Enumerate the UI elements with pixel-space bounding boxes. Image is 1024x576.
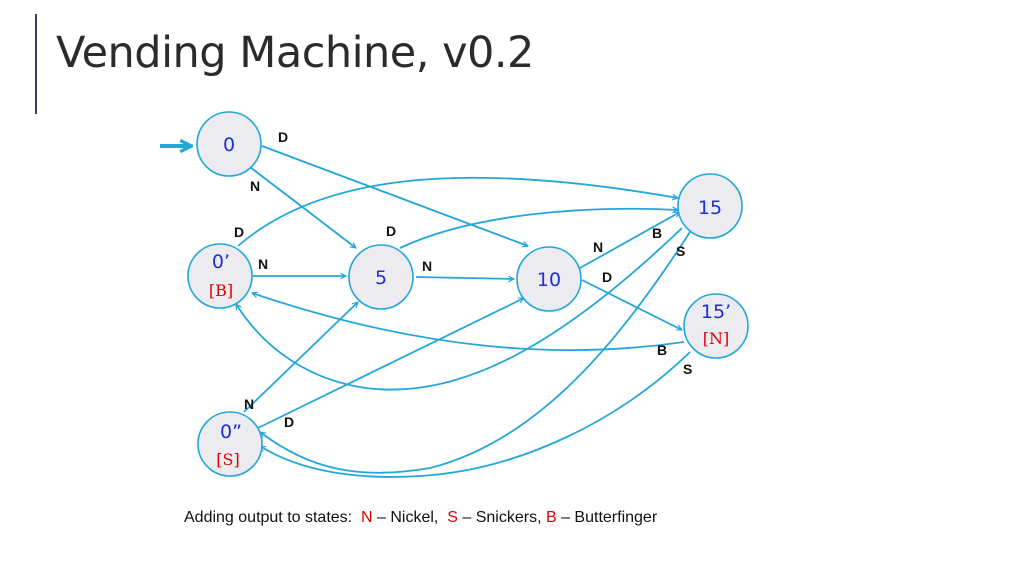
edge-label: D bbox=[284, 414, 294, 430]
state-0-prime-output: [B] bbox=[209, 281, 233, 300]
edge-label: B bbox=[652, 225, 662, 241]
edge-label: N bbox=[422, 258, 432, 274]
edge-0-to-5-nickel bbox=[249, 166, 356, 248]
edge-label: D bbox=[602, 269, 612, 285]
edge-0p-to-15-dime bbox=[237, 176, 678, 247]
edge-label: S bbox=[676, 243, 685, 259]
state-15-prime-output: [N] bbox=[703, 329, 729, 348]
caption-butterfinger-text: – Butterfinger bbox=[556, 509, 658, 526]
state-5-label: 5 bbox=[375, 267, 387, 289]
edge-label: B bbox=[657, 342, 667, 358]
caption-prefix: Adding output to states: bbox=[184, 509, 362, 526]
caption-nickel-text: – Nickel, bbox=[372, 509, 448, 526]
edge-5-to-10-nickel bbox=[415, 277, 514, 279]
edge-10-to-15-nickel bbox=[579, 211, 680, 269]
state-0-node bbox=[196, 111, 262, 177]
state-0-prime-node bbox=[187, 243, 253, 309]
state-0-dprime-label: 0” bbox=[220, 421, 242, 443]
state-15-node bbox=[677, 173, 743, 239]
state-15-prime-node bbox=[683, 293, 749, 359]
state-0-dprime-node bbox=[197, 411, 263, 477]
edge-0pp-to-10-dime bbox=[257, 297, 524, 429]
edge-label: D bbox=[234, 224, 244, 240]
edge-15-to-0p-butterfinger bbox=[235, 227, 683, 391]
caption-key-butterfinger: B bbox=[545, 509, 557, 526]
state-10-label: 10 bbox=[537, 269, 561, 291]
state-15-label: 15 bbox=[698, 197, 722, 219]
edge-15-to-0pp-snickers bbox=[260, 231, 691, 474]
edge-label: N bbox=[244, 396, 254, 412]
edge-label: N bbox=[593, 239, 603, 255]
edge-label: N bbox=[258, 256, 268, 272]
edge-label: N bbox=[250, 178, 260, 194]
state-0-prime-label: 0’ bbox=[212, 251, 230, 273]
caption-key-nickel: N bbox=[361, 509, 373, 526]
state-15-prime-label: 15’ bbox=[701, 301, 731, 323]
edge-5-to-15-dime bbox=[399, 209, 678, 249]
output-legend-caption: Adding output to states: N – Nickel, S –… bbox=[184, 509, 657, 527]
slide-title: Vending Machine, v0.2 bbox=[56, 28, 534, 78]
caption-snickers-text: – Snickers, bbox=[457, 509, 546, 526]
edge-0pp-to-5-nickel bbox=[243, 302, 358, 413]
state-0-dprime-output: [S] bbox=[216, 450, 239, 469]
edge-label: S bbox=[683, 361, 692, 377]
state-5-node bbox=[348, 244, 414, 310]
edge-label: D bbox=[278, 129, 288, 145]
state-10-node bbox=[516, 246, 582, 312]
title-accent-bar bbox=[35, 14, 37, 114]
edge-15p-to-0pp-snickers bbox=[260, 351, 691, 478]
edge-0-to-10-dime bbox=[261, 145, 528, 246]
state-0-label: 0 bbox=[223, 134, 235, 156]
edge-15p-to-0p-butterfinger bbox=[252, 293, 685, 351]
edge-10-to-15p-dime bbox=[581, 279, 682, 331]
caption-key-snickers: S bbox=[447, 509, 458, 526]
edge-label: D bbox=[386, 223, 396, 239]
